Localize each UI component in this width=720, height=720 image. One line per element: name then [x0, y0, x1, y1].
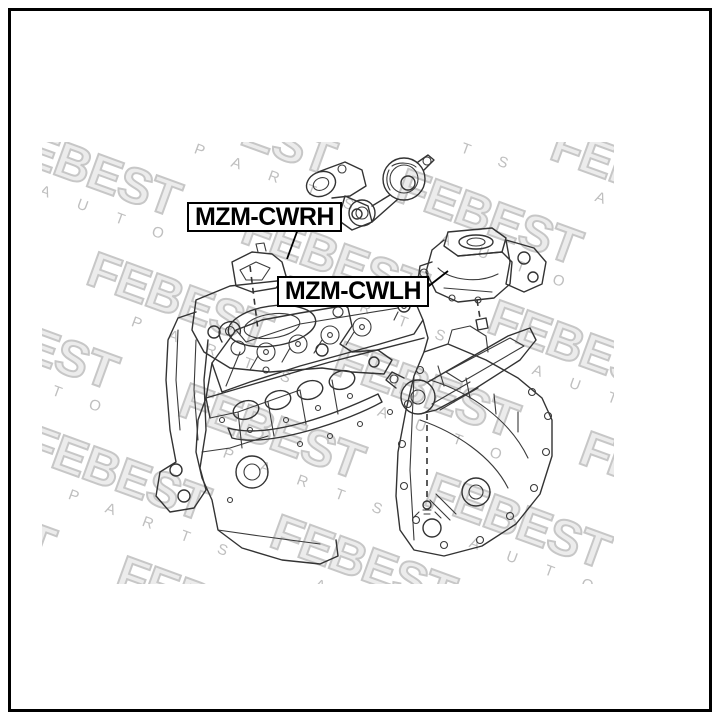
dashed-line-lh-to-arm [476, 299, 481, 319]
part-label-mzm-cwrh: MZM-CWRH [187, 202, 342, 232]
engine-assembly [195, 298, 553, 565]
part-number-rh: MZM-CWRH [194, 202, 335, 231]
left-engine-mount-part [417, 227, 547, 304]
mount-bolt-stud [412, 500, 442, 519]
part-number-lh: MZM-CWLH [284, 277, 422, 305]
part-label-mzm-cwlh: MZM-CWLH [277, 276, 429, 307]
torque-rod-mount-part [348, 154, 435, 227]
mount-bracket-arm-part [385, 317, 537, 415]
leader-line-rh [286, 228, 299, 260]
